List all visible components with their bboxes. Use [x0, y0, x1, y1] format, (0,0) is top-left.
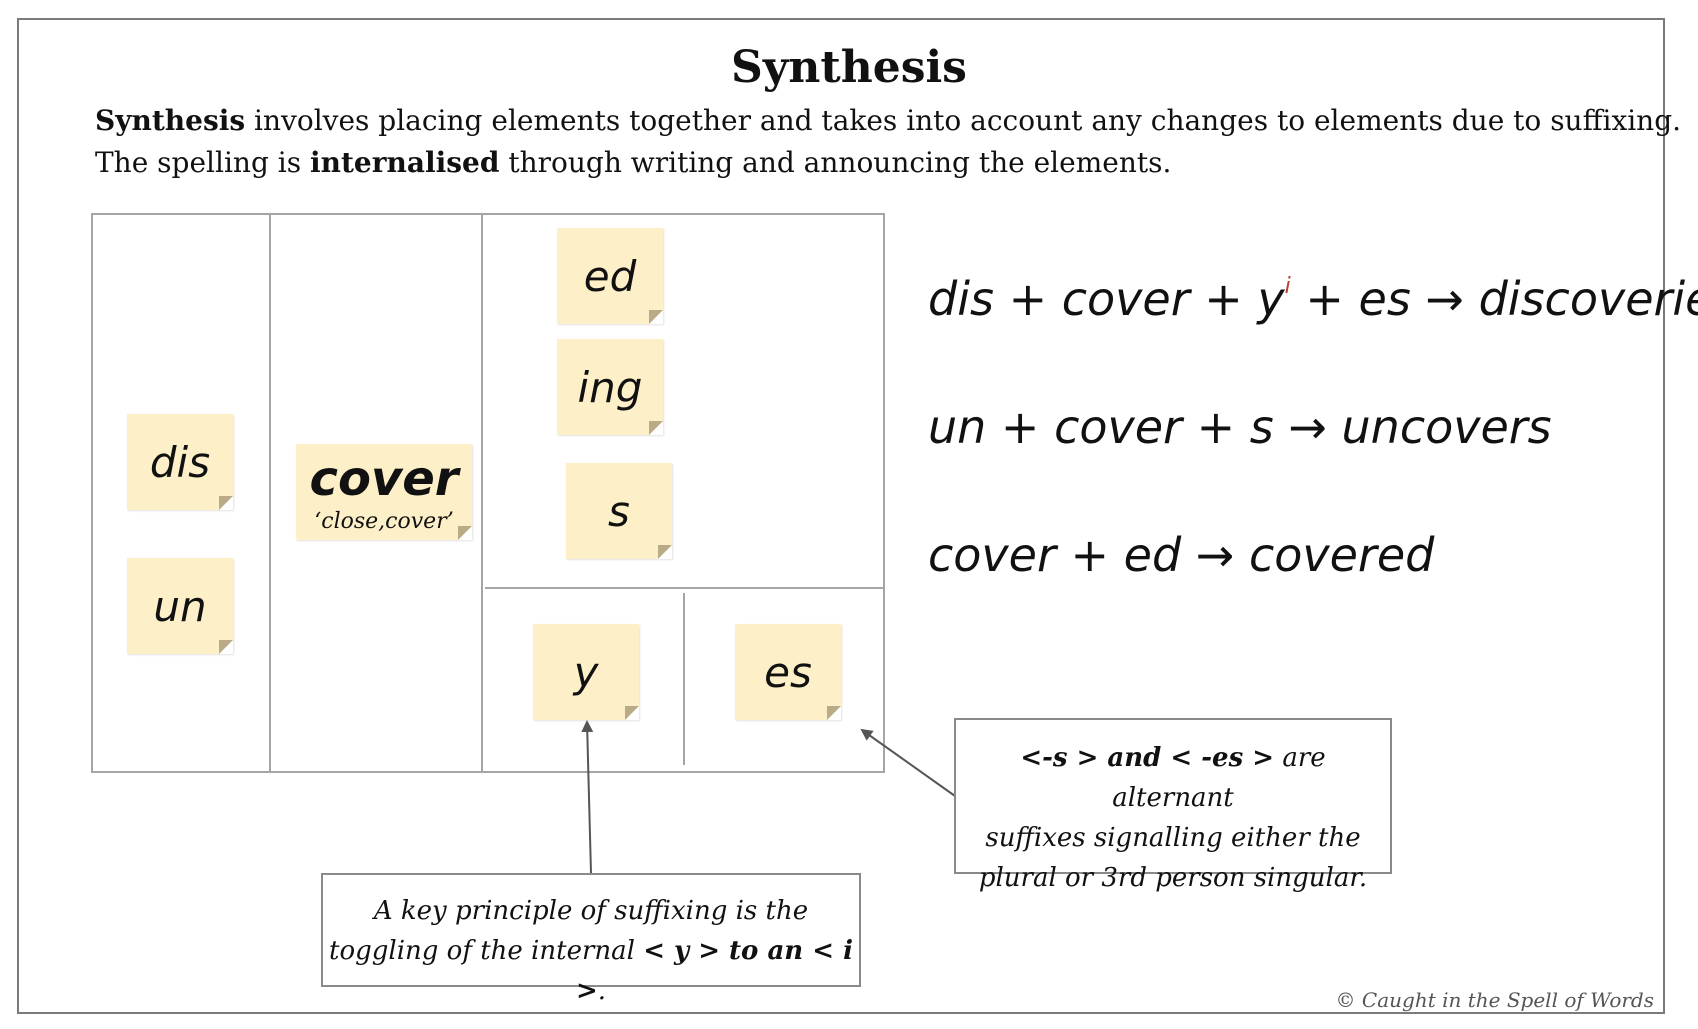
suffix-note-ed: ed	[557, 228, 663, 324]
matrix-divider-prefix	[269, 215, 271, 771]
callout-toggle-line-2: toggling of the internal < y > to an < i…	[323, 931, 859, 1011]
prefix-note-un: un	[127, 558, 233, 654]
intro-bold-internalised: internalised	[310, 146, 500, 179]
copyright: © Caught in the Spell of Words	[1335, 988, 1654, 1012]
matrix-divider-lower	[683, 593, 685, 765]
callout-alternant-line-1: <-s > and < -es > are alternant	[956, 738, 1390, 818]
base-gloss: ‘close,cover’	[314, 508, 454, 534]
equation-uncovers: un + cover + s → uncovers	[928, 400, 1552, 454]
callout-alternant-suffixes: <-s > and < -es > are alternant suffixes…	[954, 718, 1392, 893]
base-note-cover: cover ‘close,cover’	[296, 444, 472, 540]
arrow-to-es	[860, 728, 956, 797]
callout-toggle-bold: < y > to an < i >	[575, 936, 853, 1006]
callout-alternant-line-3: plural or 3rd person singular.	[978, 863, 1368, 893]
callout-toggle-line-1: A key principle of suffixing is the	[373, 896, 809, 926]
intro-line-2-start: The spelling is	[95, 146, 310, 179]
intro-line-1-text: involves placing elements together and t…	[245, 104, 1682, 137]
intro-bold-synthesis: Synthesis	[95, 104, 246, 137]
base-word: cover	[309, 450, 459, 507]
equation-covered: cover + ed → covered	[928, 528, 1434, 582]
suffix-ed: ed	[583, 251, 637, 301]
word-matrix	[91, 213, 885, 773]
prefix-un: un	[153, 581, 207, 631]
callout-y-to-i: A key principle of suffixing is the togg…	[321, 873, 861, 1006]
suffix-note-y: y	[533, 624, 639, 720]
arrow-to-y	[581, 720, 594, 874]
page-frame	[17, 18, 1665, 1014]
intro-line-1: Synthesis involves placing elements toge…	[95, 104, 1681, 137]
equation-3-parts: cover + ed → covered	[928, 528, 1435, 582]
matrix-divider-base	[481, 215, 483, 771]
equation-discoveries: dis + cover + yi + es → discoveries	[928, 272, 1698, 326]
suffix-s: s	[608, 486, 630, 536]
suffix-y: y	[573, 647, 599, 697]
suffix-ing: ing	[577, 362, 643, 412]
suffix-note-ing: ing	[557, 339, 663, 435]
equation-1-parts: dis + cover + y	[928, 272, 1285, 326]
suffix-note-s: s	[566, 463, 672, 559]
suffix-es: es	[764, 647, 812, 697]
callout-alternant-bold: <-s > and < -es >	[1020, 743, 1275, 773]
intro-line-2-end: through writing and announcing the eleme…	[499, 146, 1172, 179]
matrix-divider-suffix	[485, 587, 883, 589]
equation-1-rest: + es → discoveries	[1290, 272, 1698, 326]
prefix-note-dis: dis	[127, 414, 233, 510]
callout-alternant-text-1: are alternant	[1112, 743, 1326, 813]
equation-1-superscript: i	[1284, 274, 1291, 299]
page-title: Synthesis	[731, 42, 967, 93]
callout-toggle-end: .	[597, 976, 607, 1006]
callout-toggle-text-2: toggling of the internal	[329, 936, 644, 966]
suffix-note-es: es	[735, 624, 841, 720]
intro-line-2: The spelling is internalised through wri…	[95, 146, 1171, 179]
equation-2-parts: un + cover + s → uncovers	[928, 400, 1552, 454]
callout-alternant-line-2: suffixes signalling either the	[985, 823, 1361, 853]
prefix-dis: dis	[149, 437, 211, 487]
